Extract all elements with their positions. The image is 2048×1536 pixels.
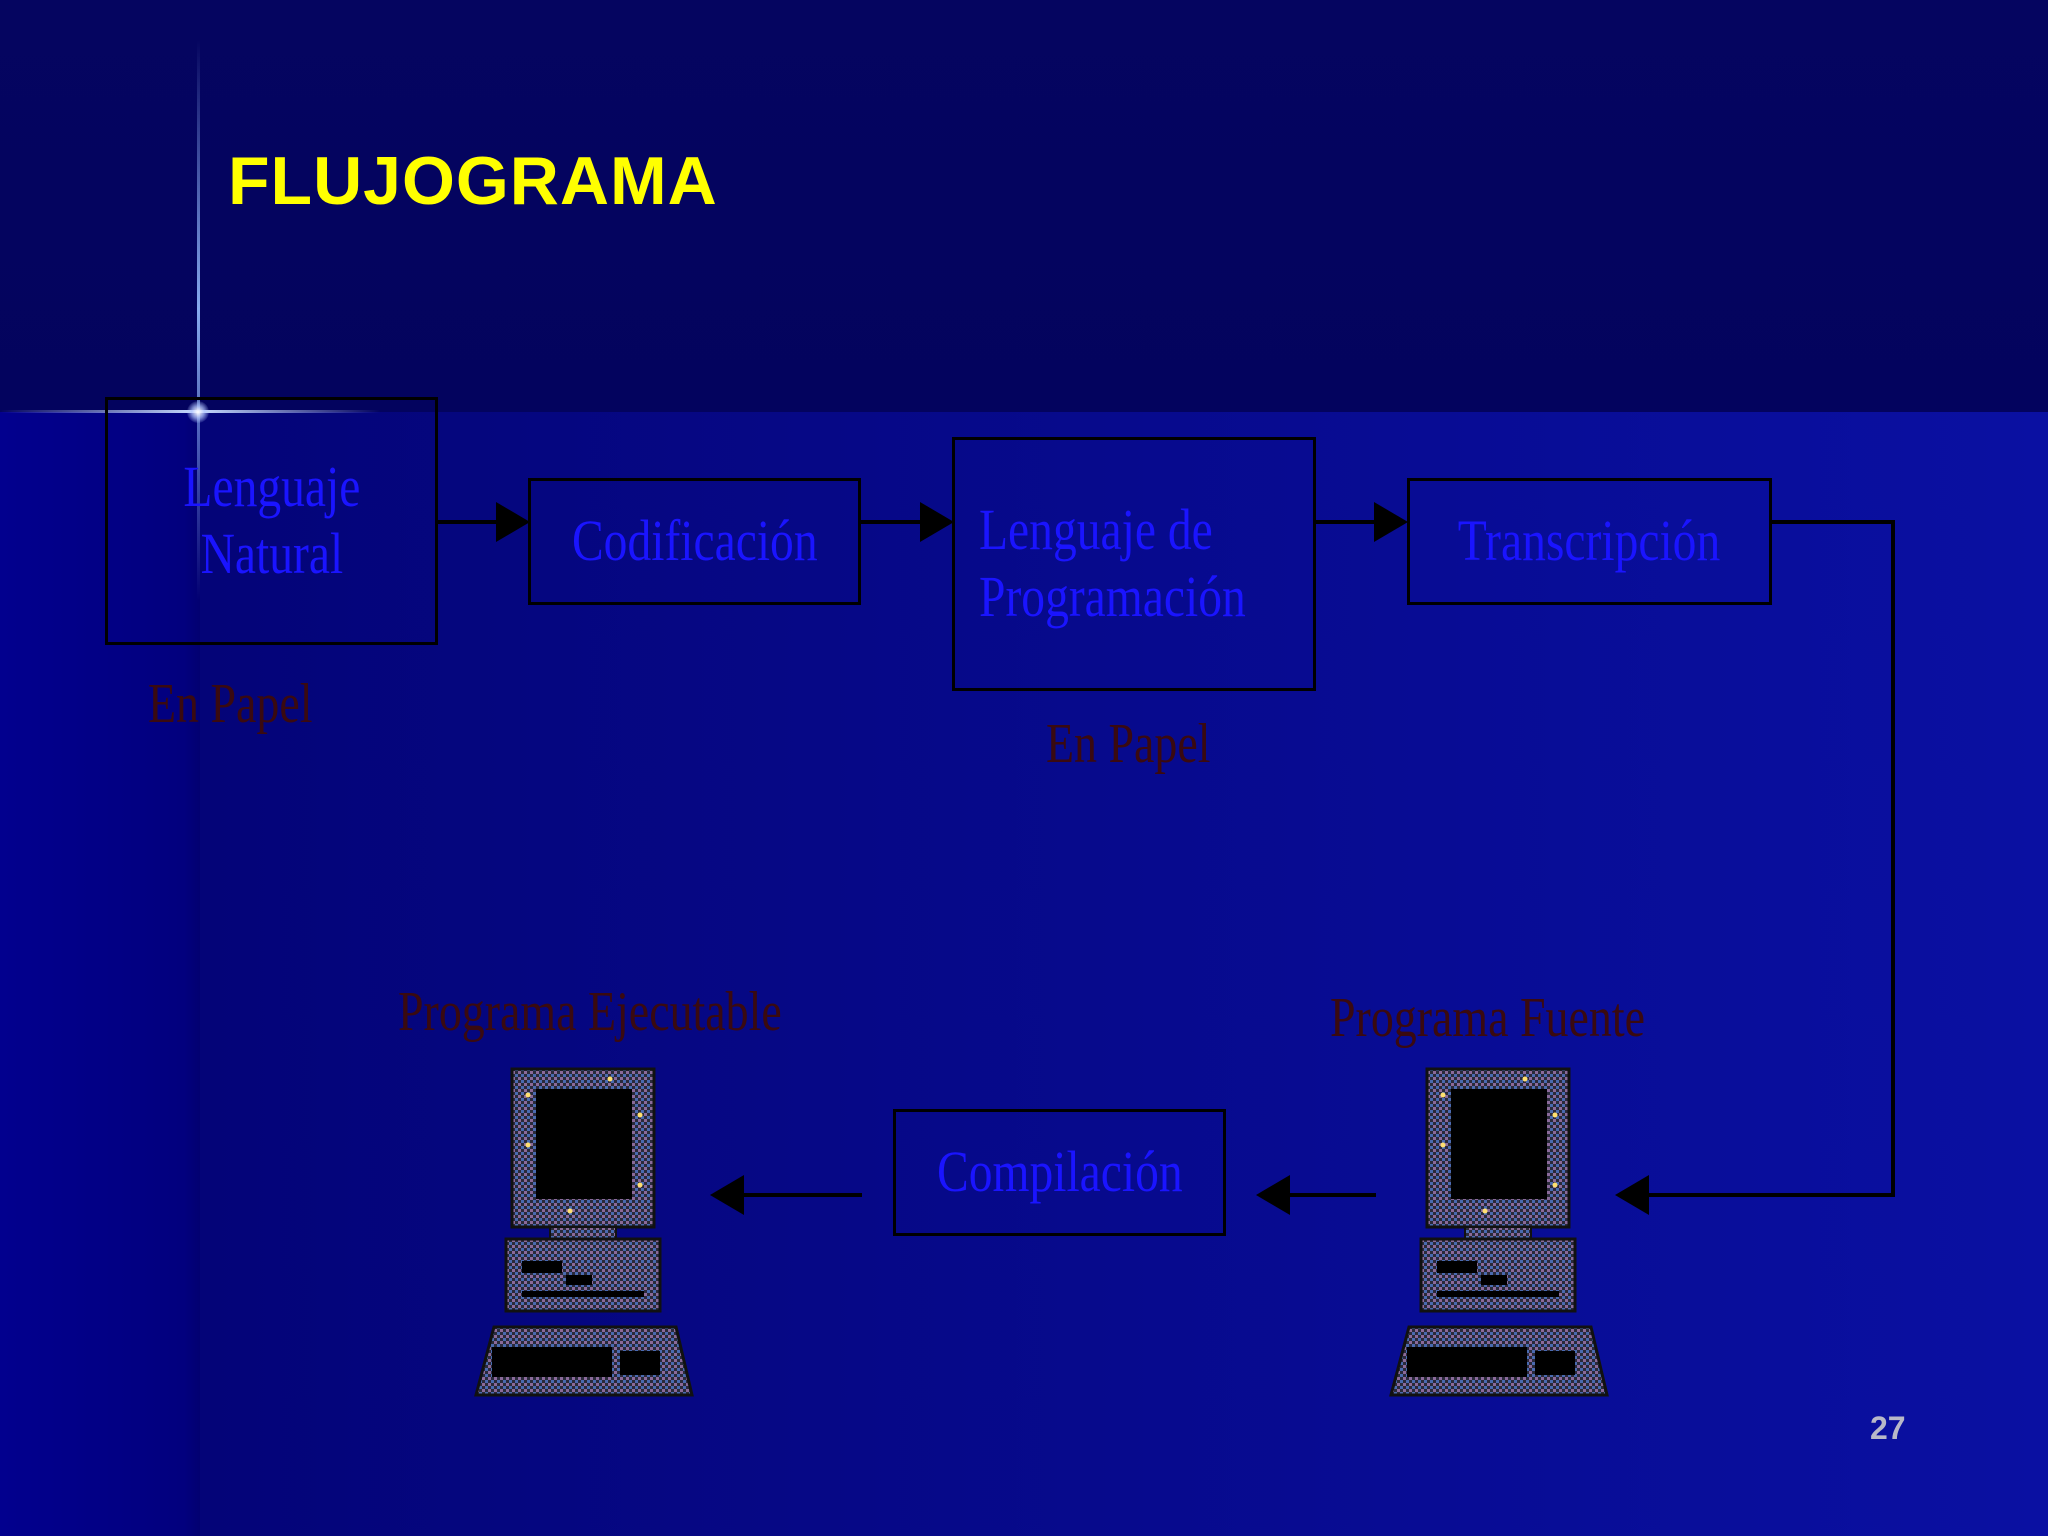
decorative-vertical-line [197, 40, 200, 600]
box-lenguaje-programacion: Lenguaje de Programación [952, 437, 1316, 691]
arrow-transcripcion-to-fuente [1645, 520, 1895, 1197]
box-transcripcion: Transcripción [1407, 478, 1772, 605]
arrowhead-icon [710, 1175, 744, 1215]
page-number: 27 [1870, 1410, 1906, 1446]
note-en-papel: En Papel [1046, 713, 1211, 775]
label-programa-fuente: Programa Fuente [1330, 987, 1645, 1049]
arrowhead-icon [496, 502, 530, 542]
box-label: Transcripción [1458, 508, 1721, 574]
header-band [0, 0, 2048, 412]
light-flare-icon [187, 401, 209, 423]
slide-title: FLUJOGRAMA [228, 143, 718, 219]
arrowhead-icon [1615, 1175, 1649, 1215]
box-label: Codificación [571, 508, 818, 574]
box-codificacion: Codificación [528, 478, 861, 605]
arrowhead-icon [1256, 1175, 1290, 1215]
arrowhead-icon [1374, 502, 1408, 542]
computer-icon [1389, 1067, 1609, 1397]
box-line: Natural [200, 521, 343, 586]
arrowhead-icon [920, 502, 954, 542]
box-line: Lenguaje [183, 454, 360, 520]
box-compilacion: Compilación [893, 1109, 1226, 1236]
box-label: Compilación [936, 1139, 1183, 1205]
label-programa-ejecutable: Programa Ejecutable [398, 981, 782, 1043]
box-lenguaje-natural: Lenguaje Natural [105, 397, 438, 645]
box-line: Programación [979, 564, 1246, 629]
computer-icon [474, 1067, 694, 1397]
box-line: Lenguaje de [979, 497, 1213, 563]
note-en-papel: En Papel [148, 673, 313, 735]
